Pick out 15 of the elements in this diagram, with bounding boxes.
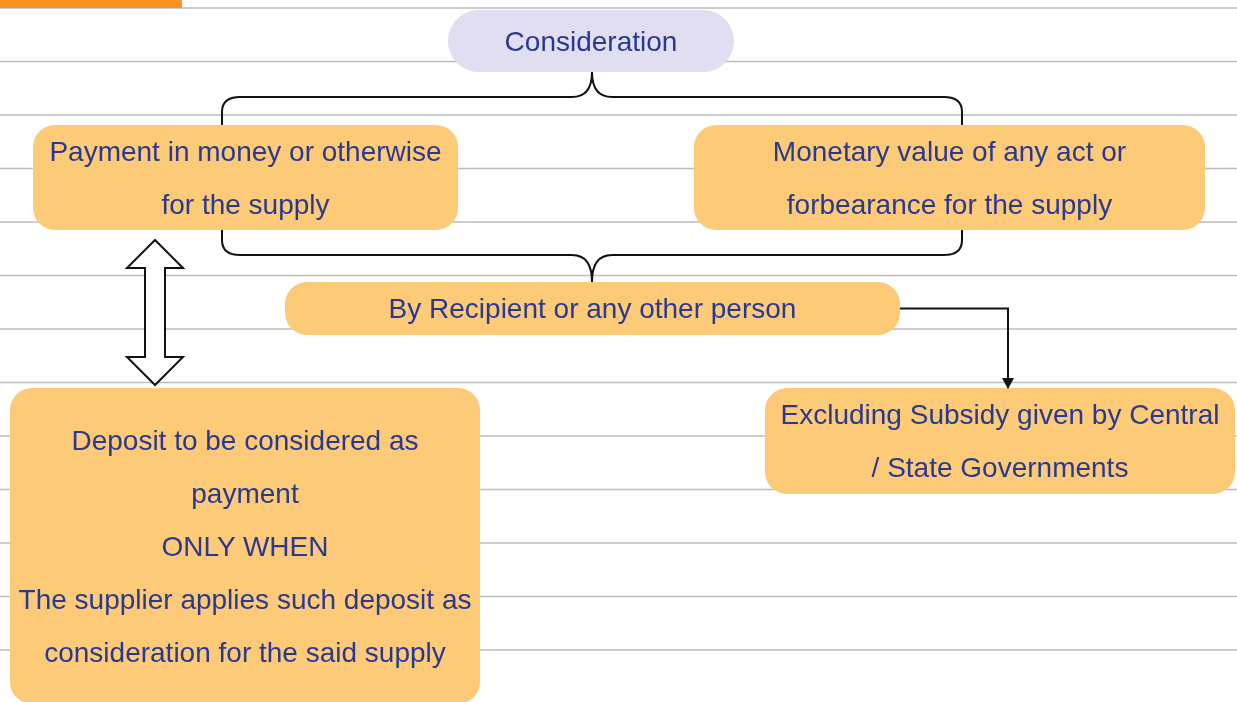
concept-box <box>10 388 480 702</box>
concept-box <box>285 282 900 335</box>
node-text: By Recipient or any other person <box>388 292 797 326</box>
double-arrow <box>124 238 186 387</box>
node-text: The supplier applies such deposit as consideration for the said supply <box>18 582 472 670</box>
concept-box <box>765 388 1235 494</box>
concept-box <box>694 125 1205 230</box>
concept-box <box>33 125 458 230</box>
node-text: Payment in money or otherwise for the supply <box>48 134 443 222</box>
node-text: Excluding Subsidy given by Central / State Governments <box>779 398 1221 485</box>
node-text: ONLY WHEN <box>161 529 329 564</box>
arrow <box>899 307 1014 389</box>
node-text: Consideration <box>504 24 678 59</box>
node-text: Monetary value of any act or forbearance for the supply <box>771 134 1128 222</box>
node-text: Deposit to be considered as payment <box>70 423 420 511</box>
